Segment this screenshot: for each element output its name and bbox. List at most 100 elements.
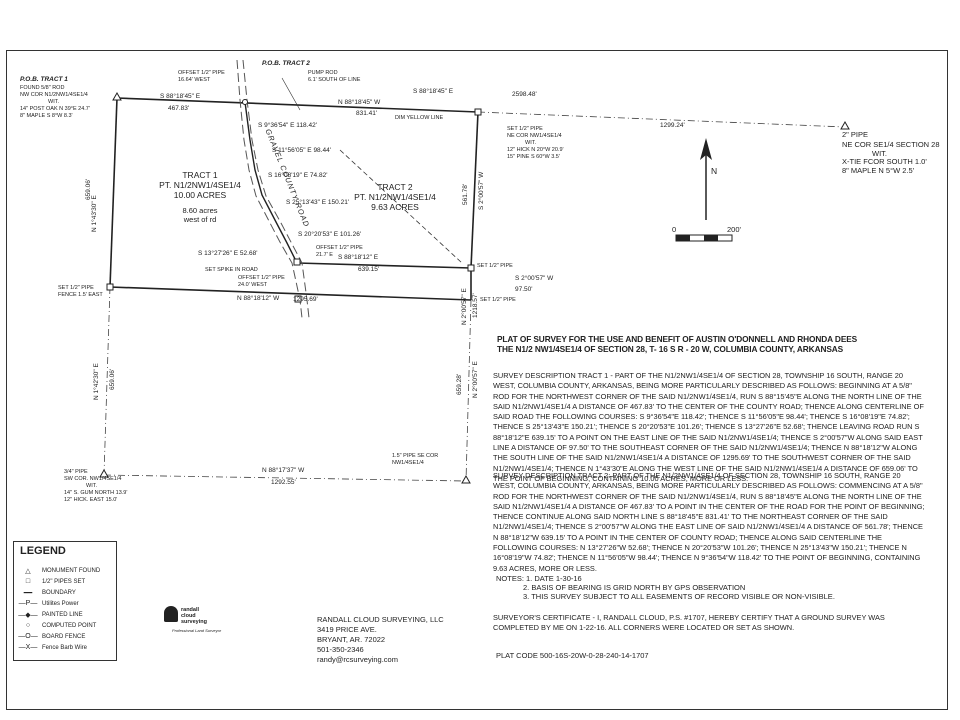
- legend-title: LEGEND: [20, 545, 66, 557]
- plat-sheet-border: [6, 50, 948, 710]
- note-3: 3. THIS SURVEY SUBJECT TO ALL EASEMENTS …: [523, 592, 835, 601]
- set-pipe-e2-label: SET 1/2" PIPE: [480, 297, 516, 303]
- set-spike-label: SET SPIKE IN ROAD: [205, 267, 258, 273]
- tract1-west-of-rd: west of rd: [183, 215, 217, 224]
- pump-rod-label: PUMP ROD: [308, 70, 338, 76]
- company-city: BRYANT, AR. 72022: [317, 635, 386, 644]
- tract2-acres: 9.63 ACRES: [371, 202, 419, 212]
- pob-tract1-label: P.O.B. TRACT 1: [20, 76, 68, 83]
- set-pipe-ne-wit: WIT.: [525, 140, 536, 146]
- legend-item: —O—BOARD FENCE: [18, 633, 86, 640]
- monument-found-marker: [112, 91, 122, 101]
- note-2: 2. BASIS OF BEARING IS GRID NORTH BY GPS…: [523, 583, 746, 592]
- legend-item: □1/2" PIPES SET: [18, 577, 85, 586]
- north-line-bearing-2: N 88°18'45" W: [338, 99, 381, 106]
- legend-item: —P—Utilites Power: [18, 600, 79, 607]
- company-logo: randall cloud surveying Professional Lan…: [164, 604, 234, 654]
- plat-title-line2: THE N1/2 NW1/4SE1/4 OF SECTION 28, T- 16…: [497, 344, 844, 354]
- legend-item: ○COMPUTED POINT: [18, 621, 96, 630]
- offset-pipe-mid-dist: 21.7' E: [316, 252, 333, 258]
- tract2-south-dist: 639.15': [358, 266, 380, 273]
- legend-item: ━━BOUNDARY: [18, 588, 76, 597]
- pipe-set-marker: [106, 283, 114, 291]
- east-line-top-bearing: S 2°00'57" W: [478, 171, 485, 210]
- east-line-low-bearing: N 2°00'57" E: [472, 361, 479, 398]
- pipe-set-marker: [294, 295, 302, 303]
- road-course-6: S 13°27'26" E 52.68': [198, 250, 258, 257]
- computed-point-marker: [242, 99, 248, 105]
- legend-item: —X—Fence Barb Wire: [18, 644, 88, 651]
- pipe-set-marker: [474, 108, 482, 116]
- barb-wire-fence-icon: —X—: [18, 644, 38, 651]
- scale-bar-segment: [704, 235, 718, 241]
- legend-box: LEGEND △MONUMENT FOUND □1/2" PIPES SET ━…: [13, 541, 117, 661]
- pump-rod-dist: 6.1' SOUTH OF LINE: [308, 77, 361, 83]
- pob-tract1-found: FOUND 5/8" ROD: [20, 85, 65, 91]
- north-line-dist-3: 2598.48': [512, 91, 537, 98]
- offset-pipe-low: OFFSET 1/2" PIPE: [238, 275, 285, 281]
- road-edge-east: [242, 59, 310, 319]
- pob-tract1-oak: 14" POST OAK N 39°E 24.7': [20, 106, 90, 112]
- road-course-4: S 25°13'43" E 150.21': [286, 199, 350, 206]
- monument-found-icon: △: [25, 567, 31, 575]
- north-line-dist-1: 467.83': [168, 105, 190, 112]
- note-1: NOTES: 1. DATE 1-30-16: [496, 574, 582, 583]
- offset-pipe-top: OFFSET 1/2" PIPE: [178, 70, 225, 76]
- west-line-low-bearing: N 1°42'30" E: [93, 363, 100, 400]
- road-course-5: S 20°20'53" E 101.26': [298, 231, 362, 238]
- south-line: [103, 474, 467, 482]
- company-phone: 501-350-2346: [317, 645, 364, 654]
- tract1-south-bearing: N 88°18'12" W: [237, 295, 280, 302]
- road-centerline: [244, 101, 298, 264]
- pob-tract1-wit: WIT.: [48, 99, 59, 105]
- monument-found-marker: [840, 120, 850, 130]
- tract1-title: TRACT 1: [182, 170, 218, 180]
- tract2-desc: PT. N1/2NW1/4SE1/4: [354, 192, 436, 202]
- south-line-bearing: N 88°17'37" W: [262, 467, 305, 474]
- tract1-south-dist: 1295.69': [293, 296, 318, 303]
- scale-zero-label: 0: [672, 225, 677, 234]
- set-pipe-ne-hick: 12" HICK N 20°W 20.9': [507, 147, 564, 153]
- tract1-desc: PT. N1/2NW1/4SE1/4: [159, 180, 241, 190]
- east-line-lower: [465, 299, 472, 482]
- sw-corner-hick: 12" HICK. EAST 15.0': [64, 497, 118, 503]
- sw-corner-label: SW COR. NW1/4SE1/4: [64, 476, 122, 482]
- east-jog-dist: 97.50': [515, 286, 533, 293]
- road-edge-west: [236, 59, 303, 319]
- ne-corner-label: NE COR SE1/4 SECTION 28: [842, 140, 940, 149]
- east-mid-bearing: N 2°00'57" E: [461, 288, 468, 325]
- survey-description-tract2: SURVEY DESCRIPTION TRACT 2: PART OF THE …: [493, 471, 925, 573]
- ne-corner-maple: 8" MAPLE N 5°W 2.5': [842, 166, 915, 175]
- monument-found-marker: [99, 468, 109, 478]
- scale-end-label: 200': [727, 225, 741, 234]
- road-course-2: S 11°56'05" E 98.44': [272, 147, 331, 154]
- west-line-top-bearing: N 1°43'30" E: [91, 195, 98, 232]
- east-line-top-dist: 561.78': [462, 183, 469, 205]
- scale-bar-segment: [676, 235, 690, 241]
- east-line-low-dist: 659.28': [456, 373, 463, 395]
- plat-title-line1: PLAT OF SURVEY FOR THE USE AND BENEFIT O…: [497, 334, 858, 344]
- power-line-icon: —P—: [18, 600, 38, 607]
- set-pipe-ne-label: SET 1/2" PIPE: [507, 126, 543, 132]
- tract1-west-acres: 8.60 acres: [182, 206, 218, 215]
- north-line-bearing-1: S 88°18'45" E: [160, 93, 201, 100]
- east-mid-dist: 1218.57': [472, 293, 479, 318]
- ne-corner-pipe: 2" PIPE: [842, 130, 869, 139]
- set-pipe-e-label: SET 1/2" PIPE: [477, 263, 513, 269]
- company-logo-icon: [164, 606, 178, 622]
- ne-corner-xtie: X-TIE FCOR SOUTH 1.0': [842, 157, 927, 166]
- computed-point-icon: ○: [25, 622, 31, 629]
- sw-corner-gum: 14" S. GUM NORTH 13.9': [64, 490, 128, 496]
- painted-line-icon: —◆—: [18, 611, 38, 619]
- pob-tract1-corner: NW COR N1/2NW1/4SE1/4: [20, 92, 88, 98]
- west-line-lower: [103, 286, 111, 476]
- sw-corner-wit: WIT.: [86, 483, 97, 489]
- set-pipe-ne-pine: 15" PINE S 60°W 3.5': [507, 154, 560, 160]
- company-name: RANDALL CLOUD SURVEYING, LLC: [317, 615, 444, 624]
- dim-yellow-line-label: DIM YELLOW LINE: [395, 115, 444, 121]
- se-corner-label: NW1/4SE1/4: [392, 460, 424, 466]
- leader-line: [339, 149, 463, 264]
- set-pipe-w-fence: FENCE 1.5' EAST: [58, 292, 103, 298]
- legend-item: △MONUMENT FOUND: [18, 566, 100, 575]
